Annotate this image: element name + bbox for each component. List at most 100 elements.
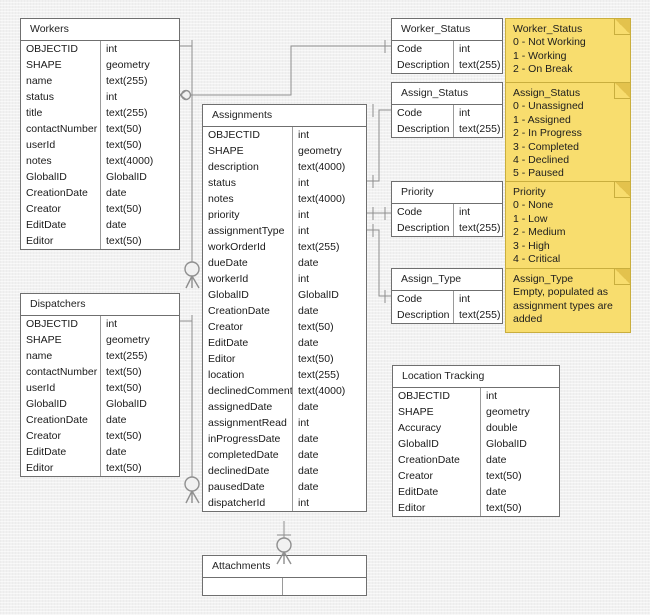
column-field-type	[283, 578, 366, 595]
note-line: Worker_Status	[513, 23, 583, 35]
wire-assignments-assigntype	[367, 229, 391, 297]
column-field-name: status	[21, 89, 101, 105]
entity-column-row: Creator text(50)	[393, 468, 559, 484]
note-line: 0 - Unassigned	[513, 100, 584, 113]
column-field-name: Description	[392, 121, 454, 137]
note-line: Priority	[513, 186, 546, 198]
note-fold-corner-icon	[614, 19, 630, 35]
column-field-name: Code	[392, 41, 454, 57]
column-field-name: SHAPE	[21, 332, 101, 348]
column-field-name: Accuracy	[393, 420, 481, 436]
column-field-type: text(50)	[486, 470, 522, 482]
column-field-type: text(255)	[459, 309, 501, 321]
column-field-type: int	[106, 91, 118, 103]
entity-title-attachments: Attachments	[203, 556, 366, 578]
column-field-type: int	[298, 273, 310, 285]
column-field-name: Description	[392, 57, 454, 73]
column-field-type: date	[298, 449, 319, 461]
column-field-type: date	[298, 465, 319, 477]
column-field-type: GlobalID	[106, 398, 147, 410]
column-field-type: text(50)	[106, 123, 142, 135]
note-line: 0 - None	[513, 199, 554, 212]
column-field-type: text(50)	[106, 235, 142, 247]
column-field-name: priority	[203, 207, 293, 223]
column-field-type: date	[106, 219, 127, 231]
note-line: 3 - Completed	[513, 140, 579, 153]
entity-column-row: completedDate date	[203, 447, 366, 463]
column-field-type: date	[486, 454, 507, 466]
entity-title-assignments: Assignments	[203, 105, 366, 127]
column-field-type: int	[298, 129, 310, 141]
column-field-type: text(255)	[459, 222, 501, 234]
column-field-type: text(50)	[106, 382, 142, 394]
column-field-name: Creator	[393, 468, 481, 484]
column-field-type: text(4000)	[106, 155, 154, 167]
column-field-type: GlobalID	[486, 438, 527, 450]
column-field-type: date	[486, 486, 507, 498]
column-field-type: text(255)	[106, 350, 148, 362]
column-field-type: text(50)	[106, 462, 142, 474]
column-field-name: completedDate	[203, 447, 293, 463]
column-field-type: text(50)	[486, 502, 522, 514]
entity-column-row	[203, 578, 366, 595]
column-field-type: geometry	[486, 406, 530, 418]
column-field-type: text(50)	[106, 203, 142, 215]
column-field-name: Editor	[393, 500, 481, 516]
column-field-name: EditDate	[21, 444, 101, 460]
column-field-type: text(4000)	[298, 193, 346, 205]
column-field-name: declinedDate	[203, 463, 293, 479]
entity-column-row: userId text(50)	[21, 380, 179, 396]
column-field-name: dueDate	[203, 255, 293, 271]
column-field-name: GlobalID	[203, 287, 293, 303]
entity-table-attachments[interactable]: Attachments	[202, 555, 367, 596]
column-field-name: Code	[392, 291, 454, 307]
column-field-name: description	[203, 159, 293, 175]
column-field-name: userId	[21, 380, 101, 396]
note-line: 4 - Critical	[513, 253, 561, 266]
column-field-type: int	[298, 177, 310, 189]
column-field-type: int	[298, 497, 310, 509]
note-line: 4 - Declined	[513, 154, 570, 167]
note-fold-corner-icon	[614, 182, 630, 198]
note-line: 2 - In Progress	[513, 127, 582, 140]
column-field-type: int	[486, 390, 498, 402]
